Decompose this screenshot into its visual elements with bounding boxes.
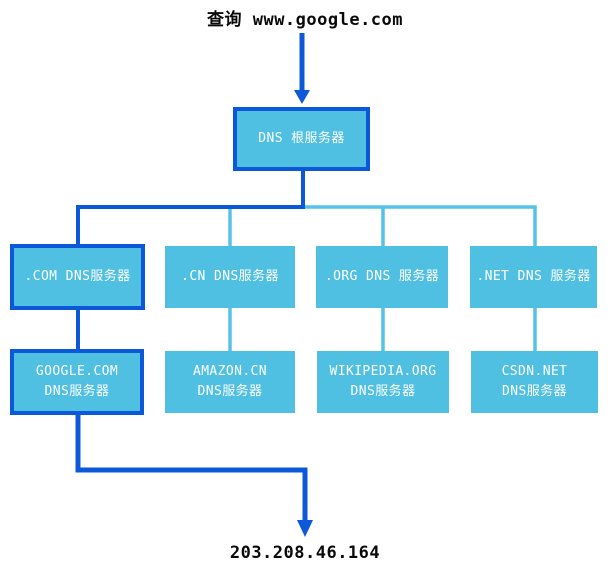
tld-branch-dark <box>76 205 305 248</box>
node-org-dns-server: .ORG DNS 服务器 <box>316 246 448 308</box>
node-com-dns-server: .COM DNS服务器 <box>10 244 145 310</box>
node-label: .CN DNS服务器 <box>181 269 279 284</box>
node-label-line1: GOOGLE.COM <box>35 364 119 379</box>
node-label: DNS 根服务器 <box>258 131 345 146</box>
node-dns-root-server: DNS 根服务器 <box>233 107 370 171</box>
node-wikipedia-org-dns-server: WIKIPEDIA.ORG DNS服务器 <box>317 351 449 413</box>
node-label-line1: AMAZON.CN <box>192 364 268 379</box>
node-cn-dns-server: .CN DNS服务器 <box>165 246 295 308</box>
node-label: .NET DNS 服务器 <box>476 269 591 284</box>
node-net-dns-server: .NET DNS 服务器 <box>470 246 597 308</box>
node-label-line2: DNS服务器 <box>197 384 263 399</box>
node-csdn-net-dns-server: CSDN.NET DNS服务器 <box>471 351 598 413</box>
node-label-line1: CSDN.NET <box>501 364 568 379</box>
node-label-line2: DNS服务器 <box>350 384 416 399</box>
node-label-line2: DNS服务器 <box>44 384 110 399</box>
resolution-arrowhead-icon <box>297 520 313 537</box>
node-label-line2: DNS服务器 <box>502 384 567 399</box>
node-label: .COM DNS服务器 <box>24 269 131 284</box>
query-title: 查询 www.google.com <box>206 10 404 30</box>
node-google-com-dns-server: GOOGLE.COM DNS服务器 <box>10 349 144 415</box>
tld-branch-light <box>303 205 537 248</box>
node-label: .ORG DNS 服务器 <box>324 269 440 284</box>
resolution-path <box>75 412 308 522</box>
query-arrowhead-icon <box>294 90 310 104</box>
node-amazon-cn-dns-server: AMAZON.CN DNS服务器 <box>165 351 295 413</box>
resolved-ip: 203.208.46.164 <box>229 543 381 563</box>
node-label-line1: WIKIPEDIA.ORG <box>329 364 437 379</box>
